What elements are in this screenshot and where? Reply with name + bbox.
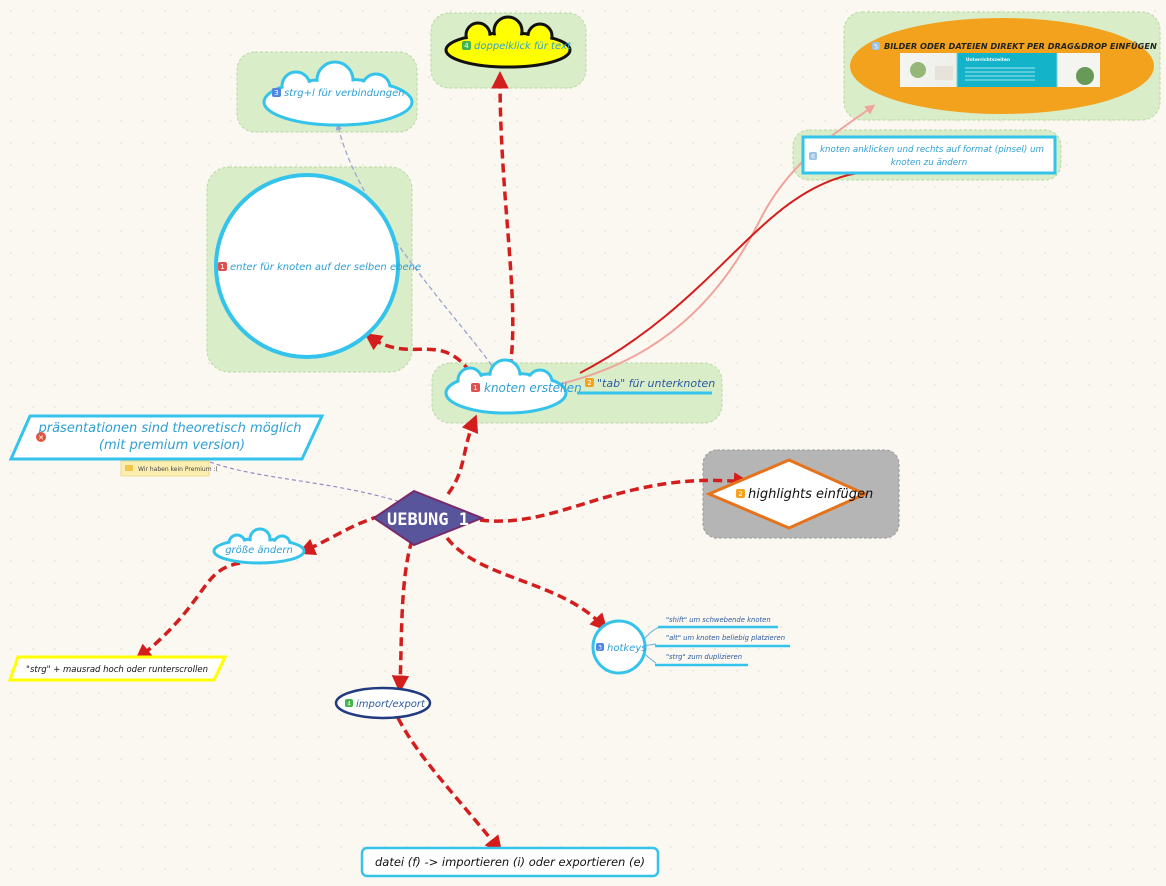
- note-icon: [125, 465, 133, 471]
- node-label: import/export: [356, 699, 426, 710]
- central-topic[interactable]: UEBUNG 1: [372, 489, 485, 547]
- node-label: enter für knoten auf der selben ebene: [230, 262, 421, 273]
- warning-icon: [36, 432, 46, 442]
- badge-1-icon: [471, 383, 480, 392]
- node-groesse[interactable]: größe ändern: [212, 527, 306, 565]
- node-datei[interactable]: datei (f) -> importieren (i) oder export…: [360, 846, 660, 878]
- node-label: highlights einfügen: [748, 487, 873, 502]
- node-doppelklick[interactable]: 4 doppelklick für text: [444, 15, 572, 69]
- node-format[interactable]: 6 knoten anklicken und rechts auf format…: [801, 135, 1057, 175]
- node-label: doppelklick für text: [474, 41, 572, 52]
- node-label: hotkeys: [607, 643, 646, 654]
- badge-6-icon: [809, 152, 817, 160]
- warning-icon-glyph: ✕: [38, 434, 44, 442]
- badge-4-icon: [462, 41, 471, 50]
- badge-label: 1: [473, 384, 477, 392]
- node-enter[interactable]: 1 enter für knoten auf der selben ebene: [214, 173, 421, 359]
- embedded-image: Unterrichtszeiten: [900, 53, 1100, 87]
- node-bilder[interactable]: 5 BILDER ODER DATEIEN DIREKT PER DRAG&DR…: [850, 18, 1157, 114]
- node-label: größe ändern: [225, 545, 293, 556]
- note-label: Wir haben kein Premium :(: [138, 466, 218, 473]
- note-premium[interactable]: Wir haben kein Premium :(: [120, 460, 218, 477]
- node-praesentationen[interactable]: ✕ präsentationen sind theoretisch möglic…: [8, 414, 325, 461]
- node-strg-l[interactable]: 3 strg+l für verbindungen: [262, 60, 414, 127]
- node-import-export[interactable]: 4 import/export: [334, 686, 432, 720]
- node-label: "strg" + mausrad hoch oder runterscrolle…: [26, 665, 208, 675]
- badge-2-icon: [585, 378, 594, 387]
- node-label-line2: knoten zu ändern: [891, 158, 967, 168]
- image-title: Unterrichtszeiten: [966, 57, 1010, 63]
- node-hotkeys[interactable]: 3 hotkeys: [591, 619, 647, 675]
- node-highlights[interactable]: 2 highlights einfügen: [705, 458, 873, 530]
- node-label: "tab" für unterknoten: [597, 377, 715, 390]
- badge-label: 4: [347, 701, 351, 708]
- badge-2-icon: [736, 489, 745, 498]
- badge-label: 6: [811, 154, 815, 161]
- node-knoten-erstellen[interactable]: 1 knoten erstellen: [444, 358, 582, 415]
- hotkey-item-label: "shift" um schwebende knoten: [666, 616, 771, 624]
- node-label: strg+l für verbindungen: [284, 88, 405, 99]
- hotkey-item[interactable]: "shift" um schwebende knoten: [658, 616, 778, 629]
- hotkey-item-label: "strg" zum duplizieren: [666, 653, 742, 661]
- badge-label: 2: [587, 379, 591, 387]
- node-tab[interactable]: 2 "tab" für unterknoten: [577, 377, 715, 395]
- node-label-line2: (mit premium version): [99, 438, 245, 453]
- hotkeys-subitems: "shift" um schwebende knoten "alt" um kn…: [655, 616, 790, 667]
- hotkey-item-label: "alt" um knoten beliebig platzieren: [666, 634, 785, 642]
- badge-3-icon: [272, 88, 281, 97]
- badge-label: 2: [738, 490, 742, 498]
- badge-label: 1: [220, 263, 224, 271]
- badge-label: 3: [598, 645, 602, 652]
- badge-4-icon: [345, 699, 353, 707]
- node-label: knoten erstellen: [484, 381, 582, 395]
- badge-label: 5: [874, 44, 878, 51]
- node-label-line1: knoten anklicken und rechts auf format (…: [820, 145, 1044, 155]
- badge-3-icon: [596, 643, 604, 651]
- badge-5-icon: [872, 42, 880, 50]
- node-label-line1: präsentationen sind theoretisch möglich: [37, 421, 301, 436]
- badge-1-icon: [218, 262, 227, 271]
- node-label: datei (f) -> importieren (i) oder export…: [375, 855, 645, 869]
- central-topic-label: UEBUNG 1: [387, 510, 469, 530]
- node-scroll[interactable]: "strg" + mausrad hoch oder runterscrolle…: [7, 655, 228, 682]
- hotkey-item[interactable]: "alt" um knoten beliebig platzieren: [655, 634, 790, 648]
- badge-label: 4: [464, 42, 469, 50]
- badge-label: 3: [274, 89, 278, 97]
- hotkey-item[interactable]: "strg" zum duplizieren: [655, 653, 748, 667]
- connectors: [134, 71, 876, 854]
- node-label: BILDER ODER DATEIEN DIREKT PER DRAG&DROP…: [884, 41, 1157, 51]
